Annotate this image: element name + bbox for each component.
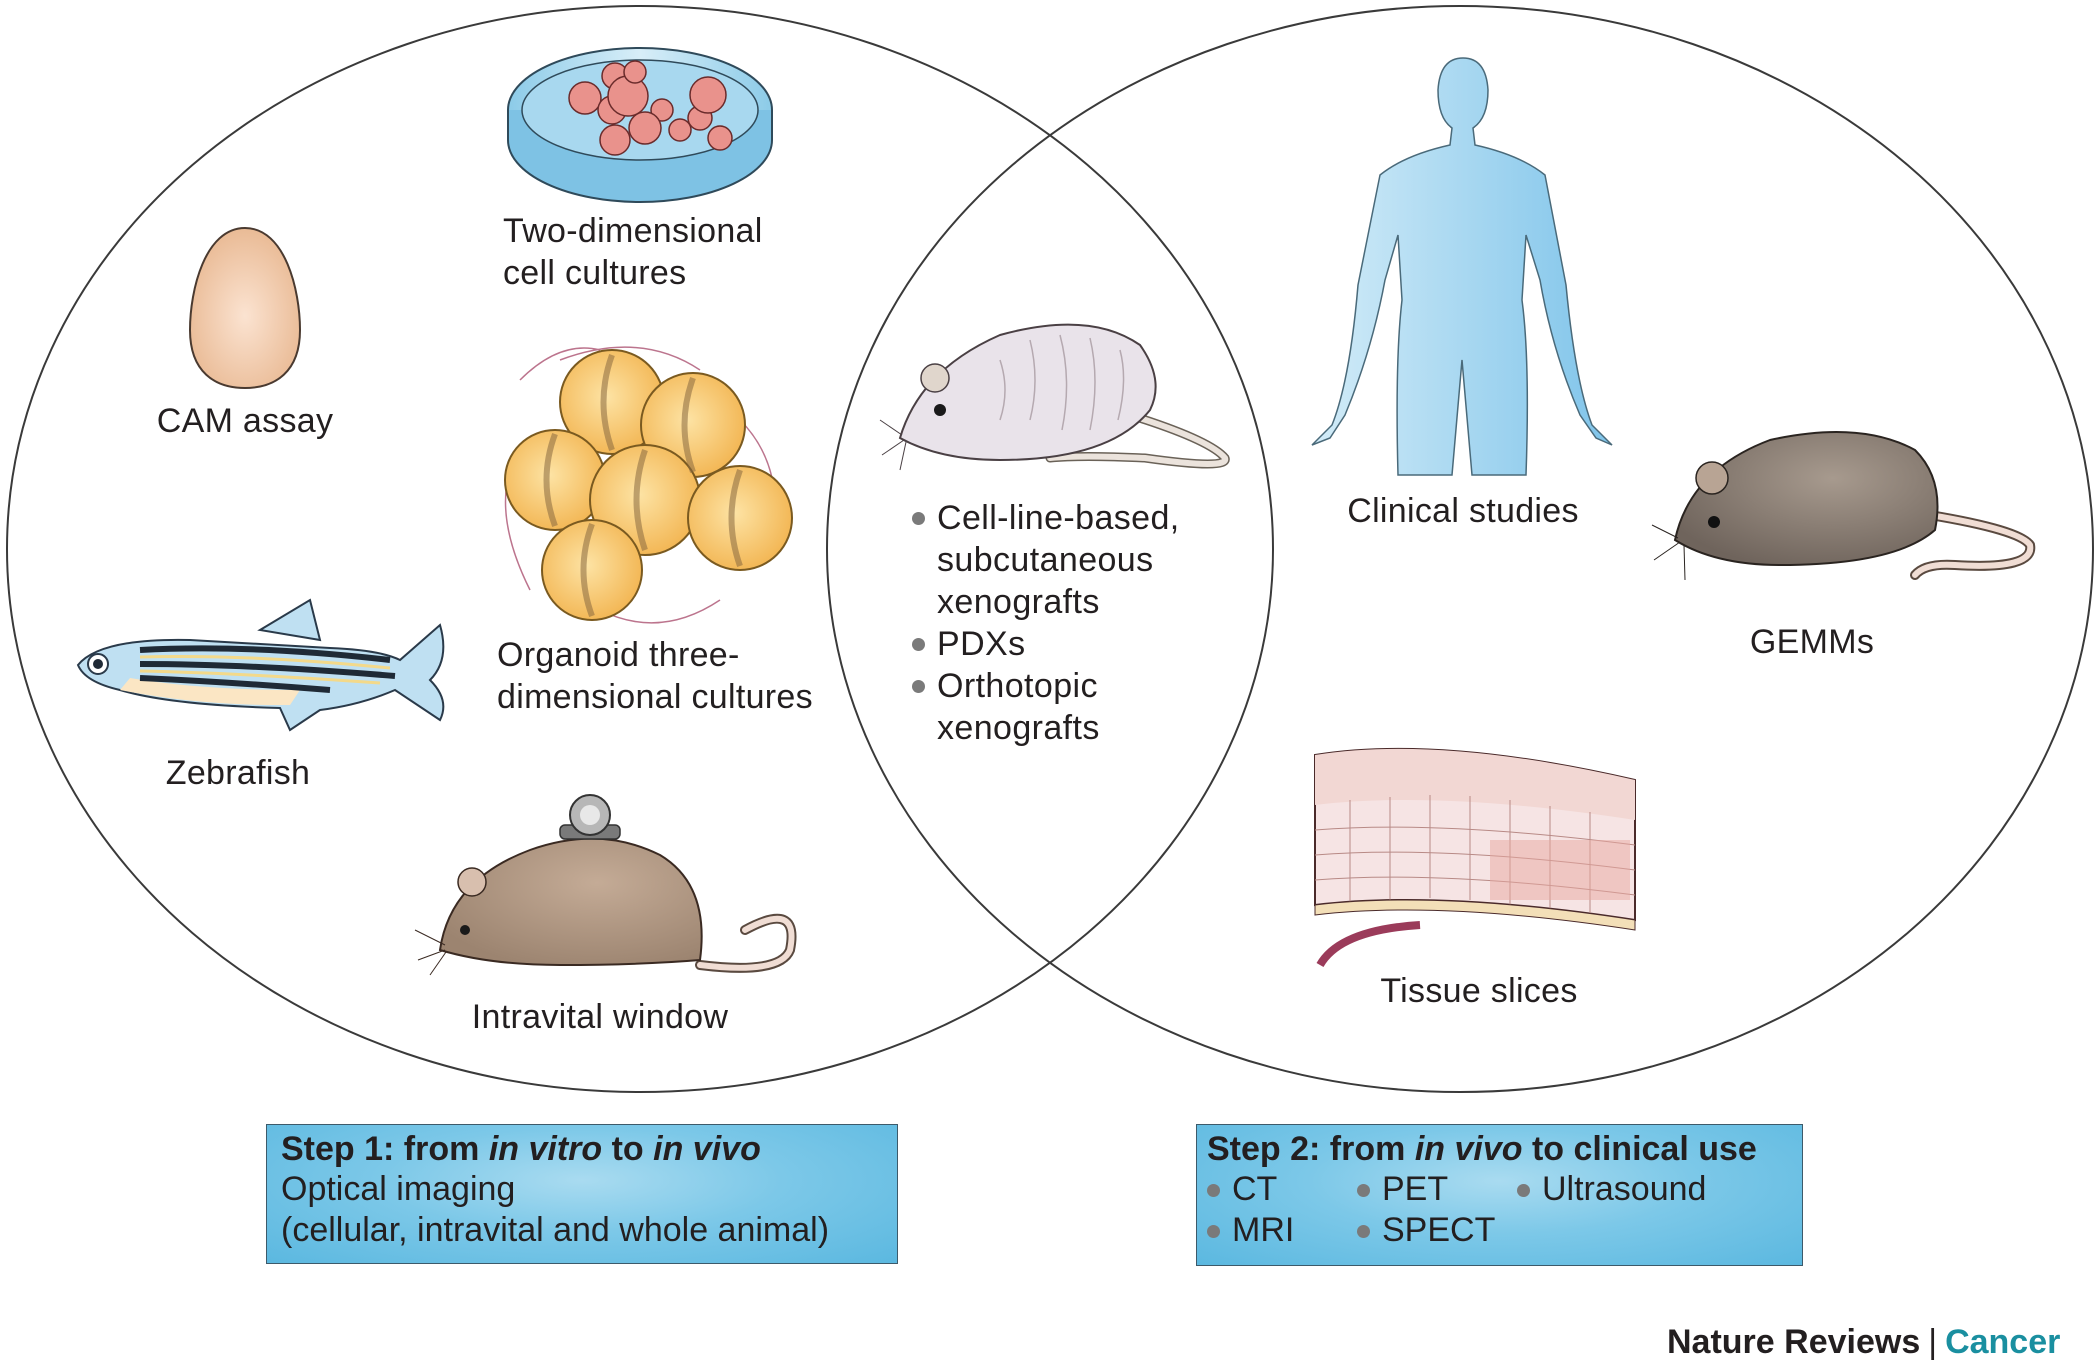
modality-item: CT <box>1207 1169 1357 1210</box>
modality-pet: PET <box>1382 1170 1449 1208</box>
step2-title-prefix: Step 2: from <box>1207 1130 1415 1168</box>
left-ellipse <box>6 5 1274 1093</box>
list-item: Orthotopic xenografts <box>912 665 1180 749</box>
step1-title-prefix: Step 1: from <box>281 1130 489 1168</box>
step2-title-em: in vivo <box>1414 1130 1523 1168</box>
label-organoid-line1: Organoid three- <box>497 636 740 674</box>
bullet-icon <box>912 638 925 651</box>
list-item-line: Orthotopic <box>937 667 1098 705</box>
list-item-line: PDXs <box>937 625 1026 663</box>
modality-spect: SPECT <box>1382 1211 1496 1249</box>
label-organoid: Organoid three- dimensional cultures <box>497 634 813 718</box>
human-body-icon <box>1311 57 1613 476</box>
list-item-line: subcutaneous <box>937 541 1154 579</box>
modality-ultrasound: Ultrasound <box>1542 1170 1707 1208</box>
step1-title-mid: to <box>602 1130 654 1168</box>
list-item: PDXs <box>912 623 1180 665</box>
journal-section: Cancer <box>1945 1323 2061 1361</box>
list-item-line: Cell-line-based, <box>937 499 1180 537</box>
label-2d-cultures-line2: cell cultures <box>503 254 687 292</box>
imaging-modalities: CT PET Ultrasound MRI SPECT <box>1207 1169 1802 1251</box>
bullet-icon <box>1357 1184 1370 1197</box>
list-item: Cell-line-based, subcutaneous xenografts <box>912 497 1180 623</box>
step1-line: Optical imaging <box>281 1170 516 1208</box>
overlap-model-list: Cell-line-based, subcutaneous xenografts… <box>912 497 1180 749</box>
egg-icon <box>188 226 302 390</box>
journal-credit: Nature Reviews|Cancer <box>1667 1323 2060 1362</box>
label-tissue-slices: Tissue slices <box>1380 972 1578 1010</box>
step1-title: Step 1: from in vitro to in vivo <box>281 1129 897 1169</box>
bullet-icon <box>1517 1184 1530 1197</box>
modality-item: SPECT <box>1357 1210 1517 1251</box>
step1-title-em1: in vitro <box>488 1130 603 1168</box>
step1-box: Step 1: from in vitro to in vivo Optical… <box>266 1124 898 1264</box>
bullet-icon <box>912 680 925 693</box>
petri-dish-icon <box>507 47 773 203</box>
label-zebrafish: Zebrafish <box>165 754 311 792</box>
credit-separator: | <box>1928 1323 1938 1361</box>
step2-title-suffix: to clinical use <box>1522 1130 1757 1168</box>
journal-name: Nature Reviews <box>1667 1323 1921 1361</box>
modality-item: PET <box>1357 1169 1517 1210</box>
gemm-mouse-icon <box>1651 431 2036 581</box>
bullet-icon <box>1207 1225 1220 1238</box>
zebrafish-icon <box>76 598 445 732</box>
list-item-line: xenografts <box>937 709 1100 747</box>
bullet-icon <box>1357 1225 1370 1238</box>
right-ellipse <box>826 5 2094 1093</box>
step1-line: (cellular, intravital and whole animal) <box>281 1211 830 1249</box>
step2-box: Step 2: from in vivo to clinical use CT … <box>1196 1124 1803 1266</box>
modality-ct: CT <box>1232 1170 1278 1208</box>
bullet-icon <box>912 512 925 525</box>
organoid-icon <box>504 346 793 624</box>
label-clinical-studies: Clinical studies <box>1347 492 1579 530</box>
step2-title: Step 2: from in vivo to clinical use <box>1207 1129 1802 1169</box>
tissue-slice-icon <box>1314 747 1636 968</box>
step1-title-em2: in vivo <box>653 1130 761 1168</box>
modality-item: Ultrasound <box>1517 1169 1737 1210</box>
mouse-with-window-icon <box>414 794 797 976</box>
nude-mouse-icon <box>879 323 1230 471</box>
label-organoid-line2: dimensional cultures <box>497 678 813 716</box>
list-item-line: xenografts <box>937 583 1100 621</box>
label-2d-cultures: Two-dimensional cell cultures <box>503 210 763 294</box>
label-intravital-window: Intravital window <box>471 998 729 1036</box>
modality-mri: MRI <box>1232 1211 1295 1249</box>
label-gemms: GEMMs <box>1749 623 1875 661</box>
modality-item: MRI <box>1207 1210 1357 1251</box>
label-2d-cultures-line1: Two-dimensional <box>503 212 763 250</box>
label-cam-assay: CAM assay <box>156 402 334 440</box>
bullet-icon <box>1207 1184 1220 1197</box>
